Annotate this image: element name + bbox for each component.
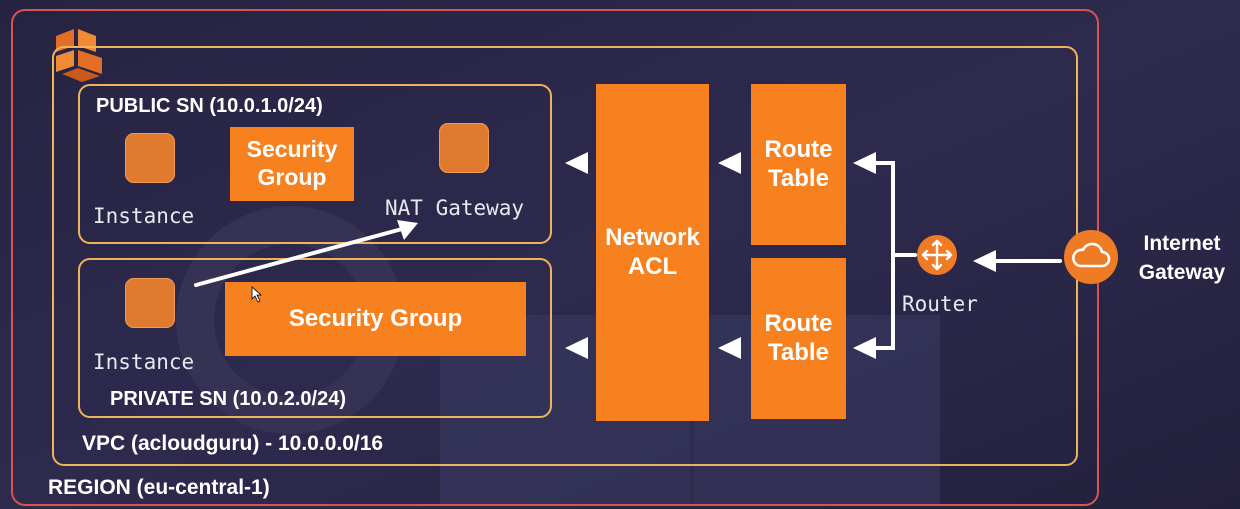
- public-security-group-label: Security Group: [246, 136, 338, 190]
- route-table-private: Route Table: [751, 258, 846, 419]
- public-instance-label: Instance: [93, 204, 195, 228]
- region-label: REGION (eu-central-1): [48, 476, 270, 499]
- private-security-group-label: Security Group: [288, 304, 463, 332]
- internet-gateway-icon: [1064, 230, 1118, 284]
- router-link-line: [868, 161, 895, 350]
- network-acl: Network ACL: [596, 84, 709, 421]
- mouse-cursor-icon: [251, 286, 263, 303]
- nat-gateway-label: NAT Gateway: [385, 196, 525, 220]
- public-subnet: [78, 84, 552, 244]
- route-table-private-label: Route Table: [764, 309, 833, 366]
- router-arrows-icon: [921, 239, 953, 271]
- private-security-group: Security Group: [225, 282, 526, 356]
- private-instance-label: Instance: [93, 350, 195, 374]
- arrow-instance-to-nat: [397, 220, 418, 240]
- private-instance-icon: [125, 278, 175, 328]
- public-instance-icon: [125, 133, 175, 183]
- instance-nat-line: [194, 227, 404, 287]
- route-table-public-label: Route Table: [764, 135, 833, 192]
- arrow-acl-to-public: [565, 152, 588, 174]
- vpc-label: VPC (acloudguru) - 10.0.0.0/16: [82, 432, 384, 455]
- nat-gateway-icon: [439, 123, 489, 173]
- arrow-rt-to-acl-private: [718, 337, 741, 359]
- arrow-router-to-rt-private: [853, 337, 876, 359]
- router-label: Router: [902, 292, 978, 316]
- route-table-public: Route Table: [751, 84, 846, 245]
- public-subnet-label: PUBLIC SN (10.0.1.0/24): [96, 95, 323, 117]
- arrow-rt-to-acl-public: [718, 152, 741, 174]
- network-acl-label: Network ACL: [605, 223, 700, 280]
- cloud-icon: [1072, 242, 1111, 268]
- arrow-router-to-rt-public: [853, 152, 876, 174]
- public-security-group: Security Group: [230, 127, 354, 201]
- arrow-acl-to-private: [565, 337, 588, 359]
- private-subnet: [78, 258, 552, 418]
- router-icon: [917, 235, 957, 275]
- private-subnet-label: PRIVATE SN (10.0.2.0/24): [110, 388, 347, 410]
- arrow-igw-to-router: [973, 250, 996, 272]
- internet-gateway-label: Internet Gateway: [1138, 232, 1226, 285]
